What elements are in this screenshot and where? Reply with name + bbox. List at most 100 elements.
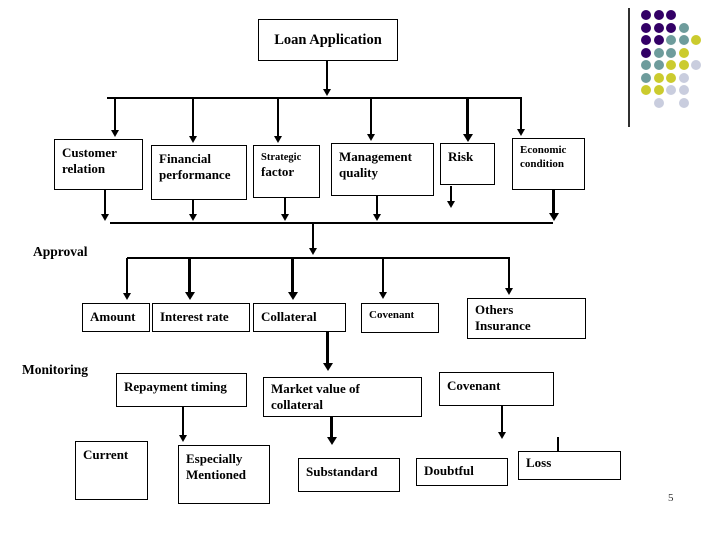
arrow-to-collateral (291, 258, 294, 292)
decor-dot (691, 60, 702, 70)
node-substandard: Substandard (298, 458, 400, 492)
decor-dot (678, 60, 689, 70)
decor-dot (691, 35, 702, 45)
arrow-to-amount (126, 258, 128, 293)
node-financial-performance: Financial performance (151, 145, 247, 200)
section-label-approval: Approval (33, 244, 88, 259)
decor-dot (666, 85, 677, 95)
arrow-approval-drop (312, 224, 314, 248)
decor-dot (653, 47, 664, 58)
arrow-to-covenant (382, 258, 384, 292)
node-management-quality-label: Management quality (339, 149, 412, 181)
node-economic-condition: Economic condition (512, 138, 585, 190)
node-financial-performance-label: Financial performance (159, 151, 231, 183)
node-covenant-1: Covenant (361, 303, 439, 333)
arrow-to-strategic-factor (277, 98, 279, 136)
decor-dot (653, 97, 664, 108)
node-interest-rate: Interest rate (152, 303, 250, 332)
decor-dot (653, 10, 664, 20)
decor-dot (678, 97, 689, 108)
arrow-to-risk (466, 98, 469, 134)
node-others-insurance: Others Insurance (467, 298, 586, 339)
connector-line-top (107, 97, 522, 99)
node-doubtful: Doubtful (416, 458, 508, 486)
decor-dot (678, 47, 689, 58)
node-risk-label: Risk (448, 149, 474, 164)
node-market-value-of-collateral-label: Market value of collateral (271, 381, 360, 413)
decor-dot (666, 35, 677, 45)
arrow-to-others-insurance (508, 258, 510, 288)
decor-dot (666, 72, 677, 83)
node-covenant-2: Covenant (439, 372, 554, 406)
arrow-from-economic-condition (552, 190, 555, 213)
node-current-label: Current (83, 447, 129, 462)
arrow-covenant-to-doubtful (501, 406, 503, 432)
node-customer-relation-label: Customer relation (62, 145, 117, 177)
arrow-from-financial-performance (192, 200, 194, 214)
node-strategic-factor-line2: factor (261, 164, 295, 180)
node-loss-label: Loss (526, 455, 552, 470)
decor-dot (653, 35, 664, 45)
arrow-collateral-to-market-value (326, 332, 329, 363)
node-risk: Risk (440, 143, 495, 185)
decor-dot (666, 10, 677, 20)
node-current: Current (75, 441, 148, 500)
node-strategic-factor-line1: Strategic (261, 152, 302, 163)
connector-line-approval (110, 222, 553, 224)
arrow-repayment-to-especially (182, 407, 184, 435)
node-covenant-2-label: Covenant (447, 378, 501, 393)
node-loan-application: Loan Application (258, 19, 398, 61)
arrow-to-economic-condition (520, 97, 522, 129)
section-label-monitoring: Monitoring (22, 362, 88, 377)
node-market-value-of-collateral: Market value of collateral (263, 377, 422, 417)
decor-dot (653, 22, 664, 33)
node-amount: Amount (82, 303, 150, 332)
decor-dot (653, 85, 664, 95)
node-substandard-label: Substandard (306, 464, 378, 479)
node-collateral-label: Collateral (261, 309, 317, 324)
arrow-to-financial-performance (192, 98, 194, 136)
decor-dot (678, 72, 689, 83)
decor-dot (678, 22, 689, 33)
decor-dot (666, 22, 677, 33)
node-interest-rate-label: Interest rate (160, 309, 229, 324)
arrow-market-to-substandard (330, 417, 333, 437)
node-doubtful-label: Doubtful (424, 463, 474, 478)
node-customer-relation: Customer relation (54, 139, 143, 190)
node-amount-label: Amount (90, 309, 136, 324)
node-covenant-1-label: Covenant (369, 309, 415, 321)
decor-vertical-rule (628, 8, 630, 127)
connector-line-approval-branch (127, 257, 510, 259)
decor-dot (641, 85, 651, 95)
decor-dot (641, 35, 651, 45)
arrow-to-interest-rate (188, 258, 191, 292)
node-others-insurance-label: Others Insurance (475, 302, 531, 334)
decor-dot (641, 10, 651, 20)
arrow-title-down (326, 61, 328, 89)
node-loss: Loss (518, 451, 621, 480)
decor-dot-grid (641, 10, 711, 120)
arrow-to-customer-relation (114, 98, 116, 130)
node-loan-application-label: Loan Application (274, 31, 382, 48)
arrow-from-management-quality (376, 196, 378, 214)
decor-dot (641, 22, 651, 33)
node-economic-condition-label: Economic condition (520, 144, 567, 170)
decor-dot (641, 60, 651, 70)
node-repayment-timing-label: Repayment timing (124, 379, 227, 394)
decor-dot (678, 35, 689, 45)
decor-dot (666, 60, 677, 70)
arrow-to-management-quality (370, 98, 372, 134)
node-especially-mentioned: Especially Mentioned (178, 445, 270, 504)
page-number: 5 (668, 492, 674, 504)
arrow-from-strategic-factor (284, 198, 286, 214)
decor-dot (653, 60, 664, 70)
decor-dot (653, 72, 664, 83)
node-strategic-factor: Strategic factor (253, 145, 320, 198)
decor-dot (666, 47, 677, 58)
node-repayment-timing: Repayment timing (116, 373, 247, 407)
decor-dot (641, 72, 651, 83)
node-especially-mentioned-label: Especially Mentioned (186, 451, 246, 483)
node-management-quality: Management quality (331, 143, 434, 196)
decor-dot (678, 85, 689, 95)
